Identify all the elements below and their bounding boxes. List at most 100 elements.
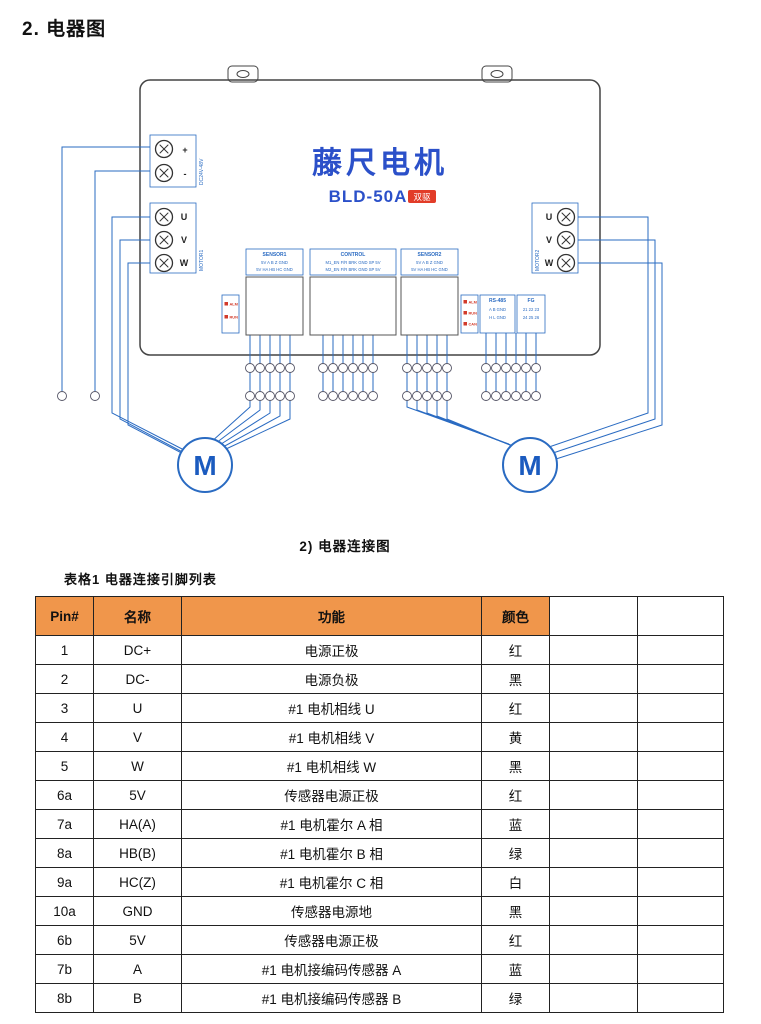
table-cell: #1 电机接编码传感器 B [181, 983, 482, 1013]
table-cell: #1 电机相线 W [181, 751, 482, 781]
control-row2: M2_EN F/R BRK GND SP 5V [325, 267, 380, 272]
table-cell: #1 电机霍尔 A 相 [181, 809, 482, 839]
sensor1-row2: 5V HA HB HC GND [256, 267, 293, 272]
table-cell: 6a [35, 780, 94, 810]
table-cell: GND [93, 896, 182, 926]
led-alm-label: ALM [230, 302, 238, 307]
table-cell [637, 896, 724, 926]
motor1-pin-u: U [181, 212, 188, 222]
table-cell: 黑 [481, 664, 550, 694]
table-cell: 绿 [481, 983, 550, 1013]
sensor2-row1: 5V A B Z GND [416, 260, 443, 265]
motor2-pin-v: V [546, 235, 552, 245]
sensor2-row2: 5V HA HB HC GND [411, 267, 448, 272]
table-cell [549, 983, 638, 1013]
motor2-side-label: MOTOR2 [535, 249, 541, 271]
table-cell: 4 [35, 722, 94, 752]
rs485-title: RS-485 [489, 298, 506, 304]
rs485-connector: RS-485 A B GND H L GND [479, 294, 516, 334]
table-header-row: Pin#名称功能颜色 [35, 596, 724, 636]
fg-connector: FG 21 22 23 24 25 26 [516, 294, 546, 334]
figure-caption: 2) 电器连接图 [299, 539, 391, 554]
table-cell [549, 780, 638, 810]
brand-text: 藤尺电机 [312, 147, 448, 180]
table-cell: 传感器电源地 [181, 896, 482, 926]
table-cell [549, 635, 638, 665]
motor1-pin-v: V [181, 235, 187, 245]
table-cell: 10a [35, 896, 94, 926]
section-title: 2. 电器图 [22, 19, 107, 40]
power-side-label: DC24V-48V [199, 158, 205, 185]
table-cell: 8a [35, 838, 94, 868]
control-title: CONTROL [341, 252, 366, 258]
table-cell: 1 [35, 635, 94, 665]
table-cell: 白 [481, 867, 550, 897]
table-cell: W [93, 751, 182, 781]
table-cell [549, 925, 638, 955]
power-plus-label: + [182, 145, 187, 155]
table-cell [637, 838, 724, 868]
model-text: BLD-50A [329, 187, 408, 206]
column-header: Pin# [35, 596, 94, 636]
table-cell [549, 867, 638, 897]
table-cell: #1 电机相线 U [181, 693, 482, 723]
mounting-tab-right [481, 65, 513, 83]
table-cell: 蓝 [481, 809, 550, 839]
table-cell [637, 954, 724, 984]
table-cell: 6b [35, 925, 94, 955]
mounting-tab-left [227, 65, 259, 83]
table-cell: 7b [35, 954, 94, 984]
motor1-pin-w: W [180, 258, 189, 268]
table-cell [549, 896, 638, 926]
sensor1-connector: SENSOR1 5V A B Z GND 5V HA HB HC GND [245, 248, 304, 336]
table-cell: HC(Z) [93, 867, 182, 897]
table-cell: B [93, 983, 182, 1013]
table-cell [549, 693, 638, 723]
table-cell: #1 电机相线 V [181, 722, 482, 752]
table-cell: U [93, 693, 182, 723]
led2-can-label: CAN [469, 322, 478, 327]
table-cell: 红 [481, 925, 550, 955]
table-cell: 3 [35, 693, 94, 723]
table-cell: HB(B) [93, 838, 182, 868]
table-cell: 蓝 [481, 954, 550, 984]
table-cell: DC- [93, 664, 182, 694]
table-cell [637, 867, 724, 897]
table-cell: 传感器电源正极 [181, 780, 482, 810]
table-cell [549, 664, 638, 694]
table-cell: 黑 [481, 751, 550, 781]
table-cell [549, 751, 638, 781]
table-cell: 8b [35, 983, 94, 1013]
column-header: 名称 [93, 596, 182, 636]
table-cell [637, 983, 724, 1013]
led-run-label: RUN [230, 315, 239, 320]
table-cell: 电源负极 [181, 664, 482, 694]
pin-circles [57, 363, 541, 401]
table-cell: 5 [35, 751, 94, 781]
table-cell: 9a [35, 867, 94, 897]
sensor1-row1: 5V A B Z GND [261, 260, 288, 265]
table-cell: 绿 [481, 838, 550, 868]
control-row1: M1_EN F/R BRK GND SP 5V [325, 260, 380, 265]
wires [61, 146, 663, 461]
motor1-symbol: M [177, 437, 233, 493]
sensor2-connector: SENSOR2 5V A B Z GND 5V HA HB HC GND [400, 248, 459, 336]
table-cell [637, 664, 724, 694]
table-cell: #1 电机霍尔 C 相 [181, 867, 482, 897]
control-connector: CONTROL M1_EN F/R BRK GND SP 5V M2_EN F/… [309, 248, 397, 336]
fg-title: FG [528, 298, 535, 304]
motor1-label: M [193, 450, 216, 481]
fg-row2: 24 25 26 [523, 315, 540, 320]
